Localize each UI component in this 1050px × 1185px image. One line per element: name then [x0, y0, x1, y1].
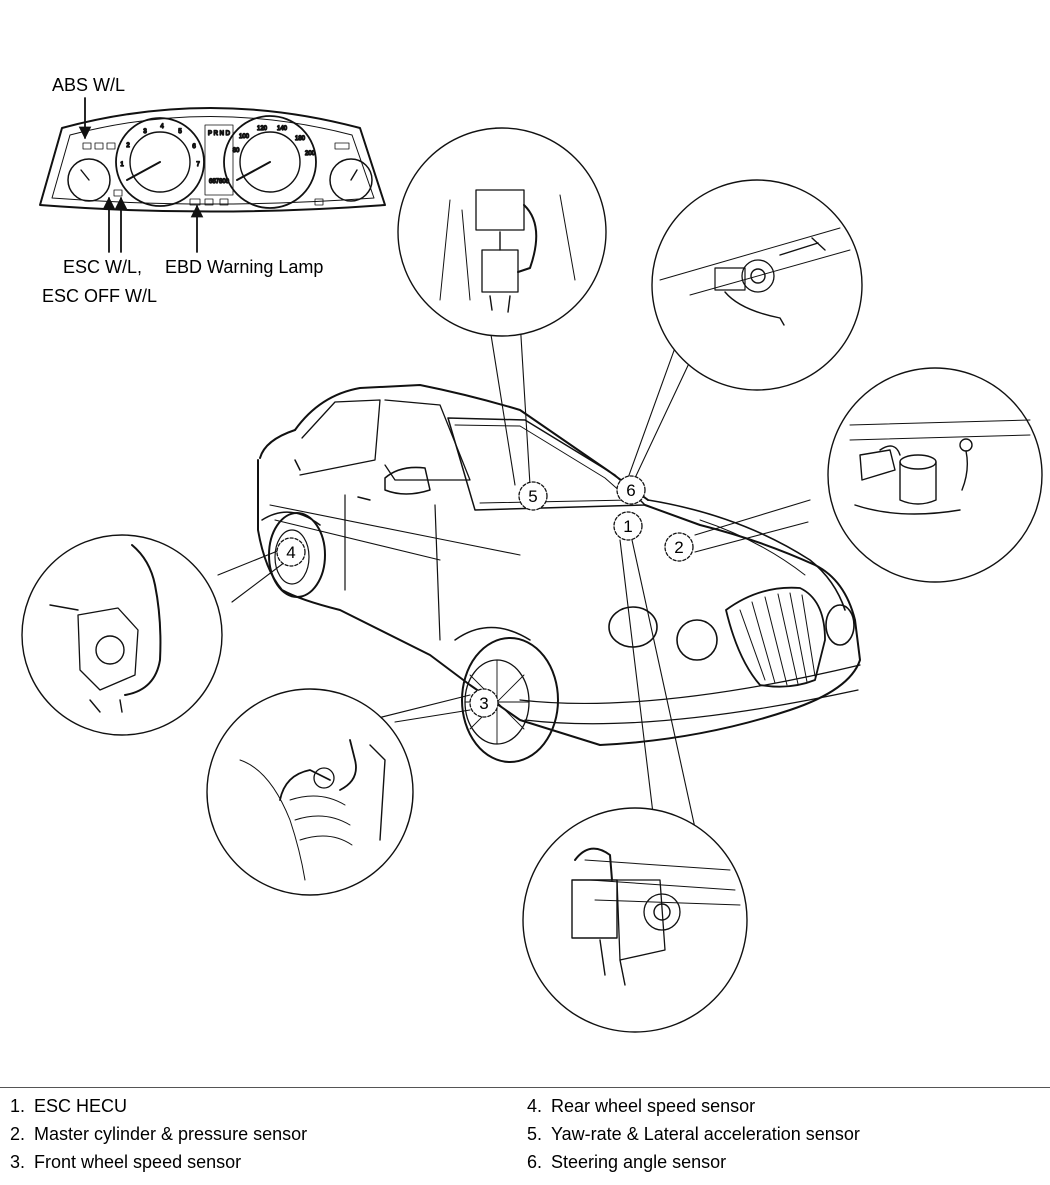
legend-column-left: 1.ESC HECU 2.Master cylinder & pressure …	[10, 1094, 307, 1178]
master-cylinder-detail	[827, 367, 1043, 583]
svg-text:5: 5	[178, 129, 182, 135]
svg-text:2: 2	[674, 538, 683, 557]
legend-item: 1.ESC HECU	[10, 1096, 128, 1116]
svg-text:P R N D: P R N D	[208, 131, 231, 137]
esc-warning-label: ESC W/L,	[63, 257, 142, 277]
svg-text:5: 5	[528, 487, 537, 506]
marker-1: 1	[613, 511, 643, 541]
svg-text:120: 120	[257, 126, 268, 132]
legend-item: 4.Rear wheel speed sensor	[527, 1096, 756, 1116]
yaw-rate-sensor-detail	[397, 127, 607, 337]
svg-text:180: 180	[295, 136, 306, 142]
steering-angle-sensor-detail	[651, 179, 863, 391]
marker-3: 3	[469, 688, 499, 718]
svg-text:3: 3	[479, 694, 488, 713]
legend-text: Steering angle sensor	[551, 1152, 727, 1172]
esc-off-warning-label: ESC OFF W/L	[42, 286, 157, 306]
legend-text: Master cylinder & pressure sensor	[34, 1124, 308, 1144]
marker-4: 4	[276, 537, 306, 567]
legend-text: Rear wheel speed sensor	[551, 1096, 756, 1116]
legend-text: Front wheel speed sensor	[34, 1152, 242, 1172]
component-legend: 1.ESC HECU 2.Master cylinder & pressure …	[0, 1087, 1050, 1183]
legend-text: ESC HECU	[34, 1096, 128, 1116]
marker-2: 2	[664, 532, 694, 562]
legend-item: 3.Front wheel speed sensor	[10, 1152, 242, 1172]
esc-hecu-detail	[522, 807, 748, 1033]
leader-lines	[217, 315, 811, 831]
svg-text:1: 1	[623, 517, 632, 536]
abs-warning-label: ABS W/L	[52, 75, 125, 95]
svg-text:80: 80	[233, 148, 240, 154]
marker-6: 6	[616, 475, 646, 505]
svg-text:200: 200	[305, 151, 316, 157]
legend-column-right: 4.Rear wheel speed sensor 5.Yaw-rate & L…	[527, 1094, 860, 1178]
legend-text: Yaw-rate & Lateral acceleration sensor	[551, 1124, 860, 1144]
car-illustration	[257, 384, 861, 763]
ebd-warning-label: EBD Warning Lamp	[165, 257, 323, 277]
svg-text:7: 7	[196, 162, 200, 168]
rear-wheel-speed-sensor-detail	[21, 534, 223, 736]
legend-item: 5.Yaw-rate & Lateral acceleration sensor	[527, 1124, 860, 1144]
svg-text:100: 100	[239, 134, 250, 140]
svg-text:3: 3	[143, 129, 147, 135]
svg-text:4: 4	[160, 124, 164, 130]
legend-item: 2.Master cylinder & pressure sensor	[10, 1124, 308, 1144]
svg-text:1: 1	[120, 162, 124, 168]
marker-5: 5	[518, 481, 548, 511]
svg-text:687800: 687800	[209, 179, 230, 185]
svg-text:6: 6	[626, 481, 635, 500]
front-wheel-speed-sensor-detail	[206, 688, 414, 896]
svg-text:4: 4	[286, 543, 295, 562]
legend-item: 6.Steering angle sensor	[527, 1152, 727, 1172]
svg-text:2: 2	[126, 143, 130, 149]
svg-text:140: 140	[277, 126, 288, 132]
svg-text:6: 6	[192, 144, 196, 150]
